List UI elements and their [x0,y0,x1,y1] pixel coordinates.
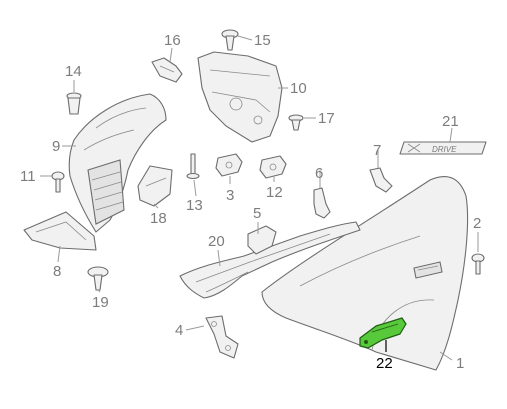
callout-11[interactable]: 11 [20,168,36,185]
callout-1[interactable]: 1 [456,355,464,372]
part-trim-cover[interactable] [137,165,173,207]
part-13-stud[interactable] [186,153,200,180]
callout-8[interactable]: 8 [53,263,61,280]
callout-5[interactable]: 5 [253,205,261,222]
callout-16[interactable]: 16 [164,32,181,49]
callout-21[interactable]: 21 [442,113,459,130]
callout-3[interactable]: 3 [226,187,234,204]
callout-10[interactable]: 10 [290,80,307,97]
callout-labels: 1 2 3 4 5 6 7 8 9 10 11 12 13 14 15 16 1… [20,32,481,372]
part-19-screw[interactable] [87,266,109,291]
callout-15[interactable]: 15 [254,32,271,49]
callout-17[interactable]: 17 [318,110,335,127]
part-15-clip[interactable] [221,29,239,51]
part-emblem[interactable]: DRIVE [399,141,487,155]
part-inner-rail[interactable] [179,221,361,299]
callout-19[interactable]: 19 [92,294,109,311]
part-22-bracket[interactable] [359,317,407,349]
callout-6[interactable]: 6 [315,165,323,182]
part-5-bracket[interactable] [247,225,277,255]
part-lower-bracket[interactable] [205,315,239,359]
part-6-bracket[interactable] [313,187,331,219]
part-14-clip[interactable] [66,92,82,115]
callout-12[interactable]: 12 [266,184,283,201]
part-3-clip-nut[interactable] [215,153,243,177]
callout-2[interactable]: 2 [473,215,481,232]
leader-lines [40,35,479,361]
part-7-bracket[interactable] [369,167,393,193]
part-inner-panel[interactable] [197,51,283,143]
part-17-clip[interactable] [288,114,304,131]
callout-7[interactable]: 7 [373,142,381,159]
callout-4[interactable]: 4 [175,322,183,339]
part-11-screw[interactable] [51,171,65,193]
callout-18[interactable]: 18 [150,210,167,227]
callout-9[interactable]: 9 [52,138,60,155]
emblem-text: DRIVE [432,145,457,154]
callout-20[interactable]: 20 [208,233,225,250]
part-12-clip-nut[interactable] [259,155,287,179]
part-wheel-arch-liner[interactable] [68,93,167,233]
part-16-bracket[interactable] [151,57,183,83]
callout-14[interactable]: 14 [65,63,82,80]
part-2-screw[interactable] [471,253,485,275]
callout-22[interactable]: 22 [376,355,393,372]
part-fender[interactable] [261,176,469,371]
callout-13[interactable]: 13 [186,197,203,214]
part-deflector[interactable] [23,211,97,251]
